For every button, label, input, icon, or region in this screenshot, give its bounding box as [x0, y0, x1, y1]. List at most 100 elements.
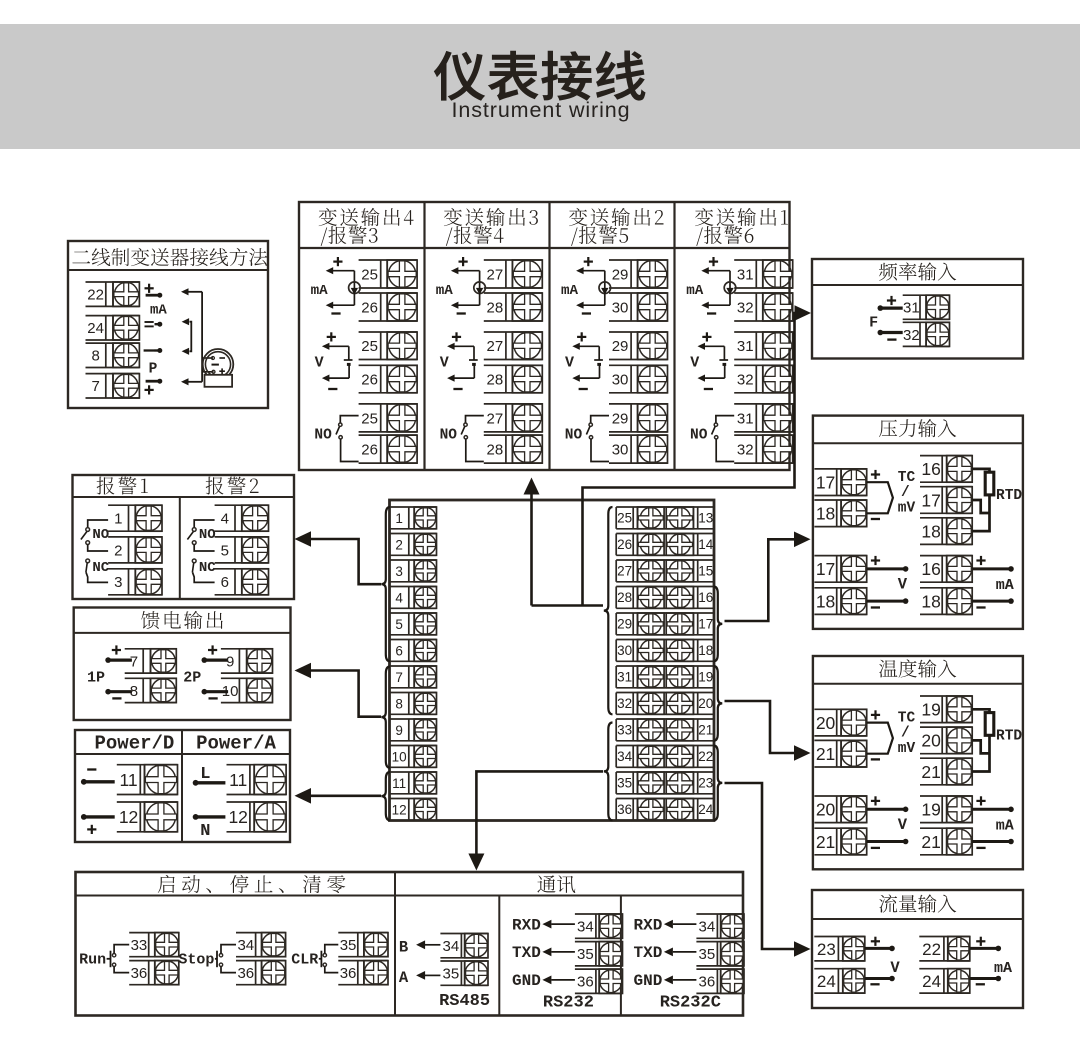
svg-text:NC: NC: [199, 560, 216, 576]
svg-text:V: V: [565, 355, 574, 372]
svg-text:32: 32: [617, 696, 632, 711]
svg-text:34: 34: [577, 919, 594, 936]
svg-text:mA: mA: [436, 283, 454, 299]
svg-text:GND: GND: [633, 972, 662, 990]
svg-text:34: 34: [617, 749, 633, 764]
svg-text:31: 31: [617, 670, 632, 685]
svg-text:mA: mA: [996, 818, 1014, 835]
svg-text:26: 26: [361, 442, 378, 459]
svg-text:Power/A: Power/A: [196, 733, 276, 755]
svg-text:Run: Run: [79, 952, 106, 969]
svg-text:11: 11: [119, 770, 137, 790]
svg-text:21: 21: [816, 832, 835, 852]
svg-text:3: 3: [395, 564, 403, 579]
svg-text:22: 22: [87, 287, 104, 304]
svg-text:L: L: [200, 765, 210, 784]
svg-text:1: 1: [395, 511, 403, 526]
svg-text:35: 35: [699, 946, 716, 963]
svg-text:34: 34: [443, 938, 460, 955]
svg-text:28: 28: [487, 371, 504, 388]
svg-text:35: 35: [617, 776, 632, 791]
svg-text:24: 24: [817, 972, 836, 991]
svg-text:V: V: [315, 355, 324, 372]
svg-text:V: V: [898, 816, 908, 834]
svg-text:B: B: [399, 939, 408, 957]
svg-text:26: 26: [617, 537, 632, 552]
svg-text:28: 28: [617, 590, 632, 605]
svg-text:mA: mA: [996, 577, 1014, 594]
svg-text:30: 30: [612, 442, 629, 459]
svg-text:6: 6: [395, 643, 403, 658]
svg-text:14: 14: [698, 537, 714, 552]
svg-text:21: 21: [698, 723, 713, 738]
svg-text:36: 36: [699, 974, 716, 991]
svg-text:19: 19: [698, 670, 713, 685]
svg-text:27: 27: [617, 564, 632, 579]
svg-text:21: 21: [921, 762, 940, 782]
svg-text:20: 20: [698, 696, 713, 711]
svg-text:mA: mA: [150, 303, 167, 319]
svg-text:35: 35: [577, 946, 594, 963]
svg-text:19: 19: [921, 700, 940, 720]
svg-text:N: N: [200, 822, 210, 841]
svg-text:35: 35: [443, 966, 460, 983]
svg-text:26: 26: [361, 371, 378, 388]
svg-text:6: 6: [221, 574, 229, 591]
svg-text:25: 25: [361, 410, 378, 427]
svg-text:mA: mA: [994, 960, 1012, 977]
svg-text:18: 18: [816, 504, 835, 524]
svg-text:13: 13: [698, 511, 713, 526]
svg-text:32: 32: [737, 299, 754, 316]
svg-text:A: A: [399, 969, 409, 987]
svg-text:30: 30: [612, 371, 629, 388]
svg-text:F: F: [869, 314, 878, 331]
svg-text:27: 27: [487, 266, 504, 283]
svg-text:NO: NO: [199, 527, 216, 543]
svg-text:RTD: RTD: [996, 729, 1022, 745]
svg-text:17: 17: [816, 559, 835, 579]
svg-text:20: 20: [816, 800, 836, 820]
svg-text:V: V: [440, 355, 449, 372]
svg-text:18: 18: [816, 591, 835, 611]
svg-text:32: 32: [737, 371, 754, 388]
svg-text:NO: NO: [440, 428, 458, 444]
svg-text:5: 5: [395, 617, 403, 632]
svg-text:5: 5: [221, 542, 229, 559]
svg-text:Instrument wiring: Instrument wiring: [452, 98, 631, 122]
svg-text:3: 3: [114, 574, 122, 591]
svg-text:8: 8: [91, 348, 99, 365]
svg-text:25: 25: [361, 338, 378, 355]
svg-text:21: 21: [921, 832, 940, 852]
svg-text:28: 28: [487, 442, 504, 459]
svg-text:12: 12: [228, 807, 247, 827]
svg-text:18: 18: [921, 591, 940, 611]
svg-text:7: 7: [130, 653, 138, 670]
svg-text:10: 10: [392, 749, 407, 764]
svg-text:8: 8: [130, 683, 138, 700]
svg-text:TXD: TXD: [512, 944, 541, 962]
svg-text:1: 1: [114, 511, 122, 528]
svg-text:18: 18: [698, 643, 713, 658]
svg-text:RS232C: RS232C: [660, 994, 721, 1013]
svg-text:23: 23: [698, 776, 713, 791]
svg-text:RS485: RS485: [439, 992, 490, 1011]
svg-text:31: 31: [737, 266, 754, 283]
svg-text:NO: NO: [314, 428, 332, 444]
svg-text:22: 22: [922, 940, 941, 959]
svg-text:29: 29: [617, 617, 632, 632]
svg-text:/: /: [901, 726, 910, 742]
svg-text:29: 29: [612, 338, 629, 355]
svg-text:32: 32: [903, 327, 920, 344]
svg-text:2: 2: [114, 542, 122, 559]
svg-text:mA: mA: [561, 283, 579, 299]
svg-text:9: 9: [395, 723, 403, 738]
svg-text:11: 11: [392, 776, 406, 791]
svg-text:TC: TC: [898, 711, 916, 727]
svg-text:28: 28: [487, 299, 504, 316]
svg-text:mV: mV: [898, 741, 916, 757]
svg-text:18: 18: [921, 521, 940, 541]
svg-text:/: /: [901, 485, 910, 501]
svg-text:11: 11: [229, 770, 247, 790]
svg-text:9: 9: [226, 653, 234, 670]
svg-text:20: 20: [921, 731, 941, 751]
